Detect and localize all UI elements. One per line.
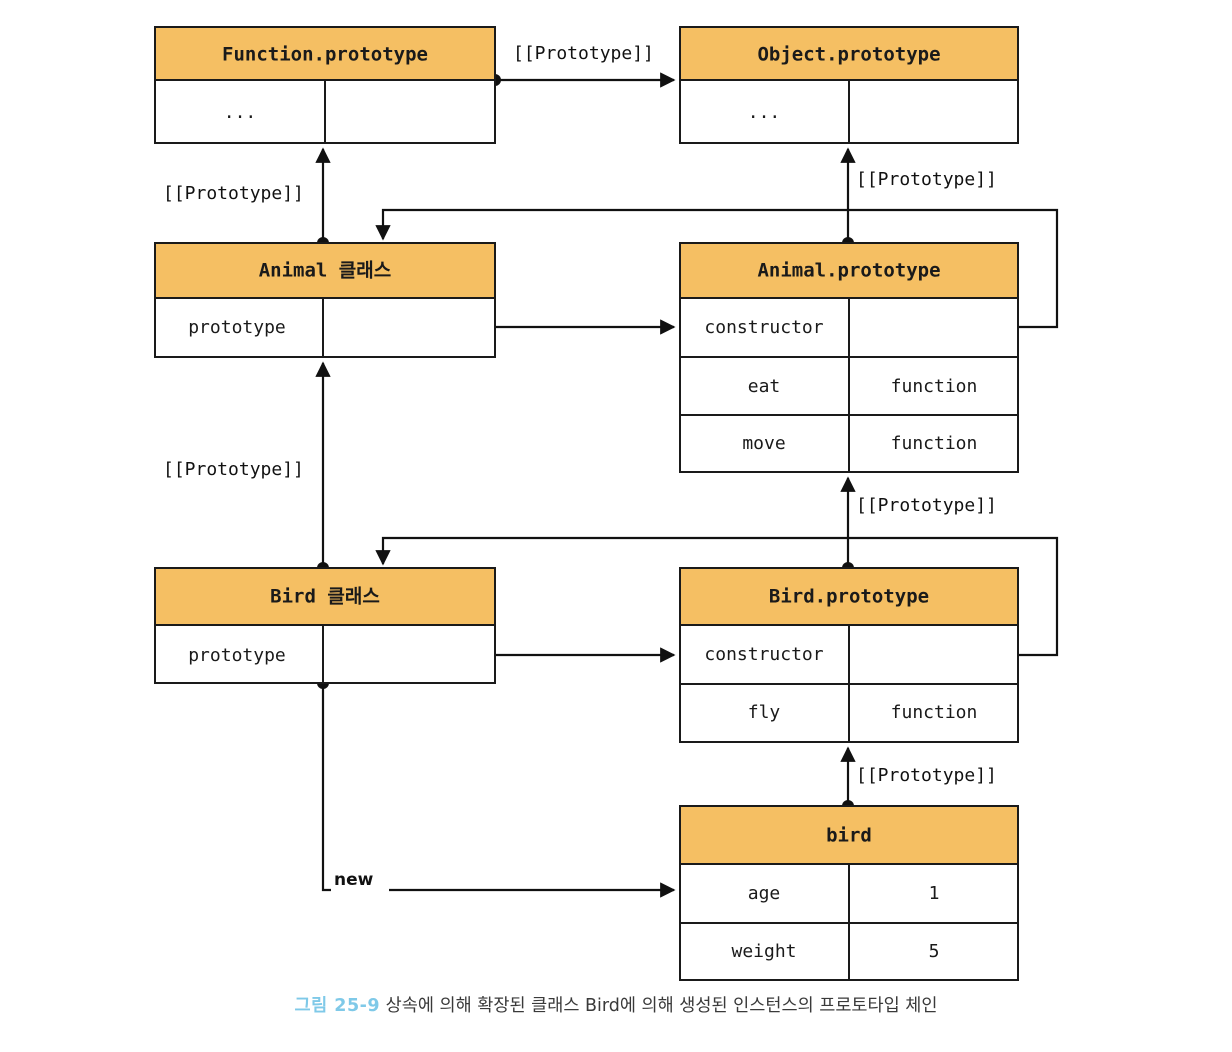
label-prototype-birdproto-animalproto: [[Prototype]] (852, 493, 1024, 519)
edge-birdclass-new-to-birdinstance (317, 677, 676, 898)
box-header-bg (679, 567, 1019, 626)
cell-key: constructor (704, 317, 823, 338)
box-header-bg (679, 26, 1019, 81)
cell-value: function (891, 433, 978, 454)
box-header-bg (154, 26, 496, 81)
edge-label-text: [[Prototype]] (856, 495, 997, 516)
edge-label-text: [[Prototype]] (856, 169, 997, 190)
label-halo (160, 181, 320, 207)
edge-label-text: new (334, 870, 374, 890)
label-halo (160, 457, 320, 483)
cell-key: move (742, 433, 785, 454)
figure-caption: 그림 25-9 상속에 의해 확장된 클래스 Bird에 의해 생성된 인스턴스… (0, 992, 1232, 1017)
figure-caption-text: 상속에 의해 확장된 클래스 Bird에 의해 생성된 인스턴스의 프로토타입 … (385, 996, 938, 1016)
cell-key: prototype (188, 317, 286, 338)
label-new-birdclass-instance: new (331, 868, 389, 892)
box-animal-class: Animal 클래스 prototype (154, 242, 496, 358)
figure-number: 그림 25-9 (294, 996, 381, 1016)
label-prototype-fnproto-objproto: [[Prototype]] (509, 40, 669, 66)
label-halo (852, 763, 1024, 789)
box-header-label: Animal.prototype (757, 260, 940, 282)
cell-key: fly (748, 702, 781, 723)
box-bird-class: Bird 클래스 prototype (154, 567, 496, 684)
label-prototype-animalproto-objproto: [[Prototype]] (852, 166, 1024, 192)
cell-value: function (891, 376, 978, 397)
cell-key: prototype (188, 645, 286, 666)
box-header-label: Animal 클래스 (259, 260, 392, 282)
cell-value: function (891, 702, 978, 723)
cell-key: ... (748, 102, 781, 123)
box-header-bg (679, 242, 1019, 299)
label-prototype-instance-birdproto: [[Prototype]] (852, 763, 1024, 789)
cell-key: constructor (704, 644, 823, 665)
label-prototype-animalclass-fnproto: [[Prototype]] (160, 181, 320, 207)
edge-label-text: [[Prototype]] (163, 183, 304, 204)
edge-label-text: [[Prototype]] (163, 459, 304, 480)
box-header-bg (154, 242, 496, 299)
box-bird-instance: bird age 1 weight 5 (679, 805, 1019, 981)
cell-value: 5 (929, 941, 940, 962)
cell-key: weight (731, 941, 796, 962)
cell-key: eat (748, 376, 781, 397)
label-prototype-birdclass-animalclass: [[Prototype]] (160, 457, 320, 483)
edge-animalprototype-to-objectprototype (840, 147, 856, 249)
box-function-prototype: Function.prototype ... (154, 26, 496, 144)
label-halo (852, 493, 1024, 519)
label-halo (852, 166, 1024, 192)
box-bird-prototype: Bird.prototype constructor fly function (679, 567, 1019, 743)
edge-label-text: [[Prototype]] (513, 43, 654, 64)
edge-birdprototype-to-animalprototype (840, 476, 856, 574)
cell-key: ... (224, 102, 257, 123)
box-header-label: Object.prototype (757, 44, 940, 66)
box-body-bg (154, 297, 496, 358)
label-halo (509, 40, 669, 66)
edge-label-text: [[Prototype]] (856, 765, 997, 786)
box-header-label: bird (826, 825, 872, 847)
label-halo (331, 868, 389, 892)
box-header-label: Function.prototype (222, 44, 428, 66)
box-header-bg (154, 567, 496, 626)
edge-functionprototype-to-objectprototype (489, 72, 676, 88)
box-animal-prototype: Animal.prototype constructor eat functio… (679, 242, 1019, 473)
box-body-bg (154, 624, 496, 684)
box-header-label: Bird.prototype (769, 586, 929, 608)
cell-key: age (748, 883, 781, 904)
cell-value: 1 (929, 883, 940, 904)
box-header-bg (679, 805, 1019, 865)
box-header-label: Bird 클래스 (270, 586, 380, 608)
box-object-prototype: Object.prototype ... (679, 26, 1019, 144)
